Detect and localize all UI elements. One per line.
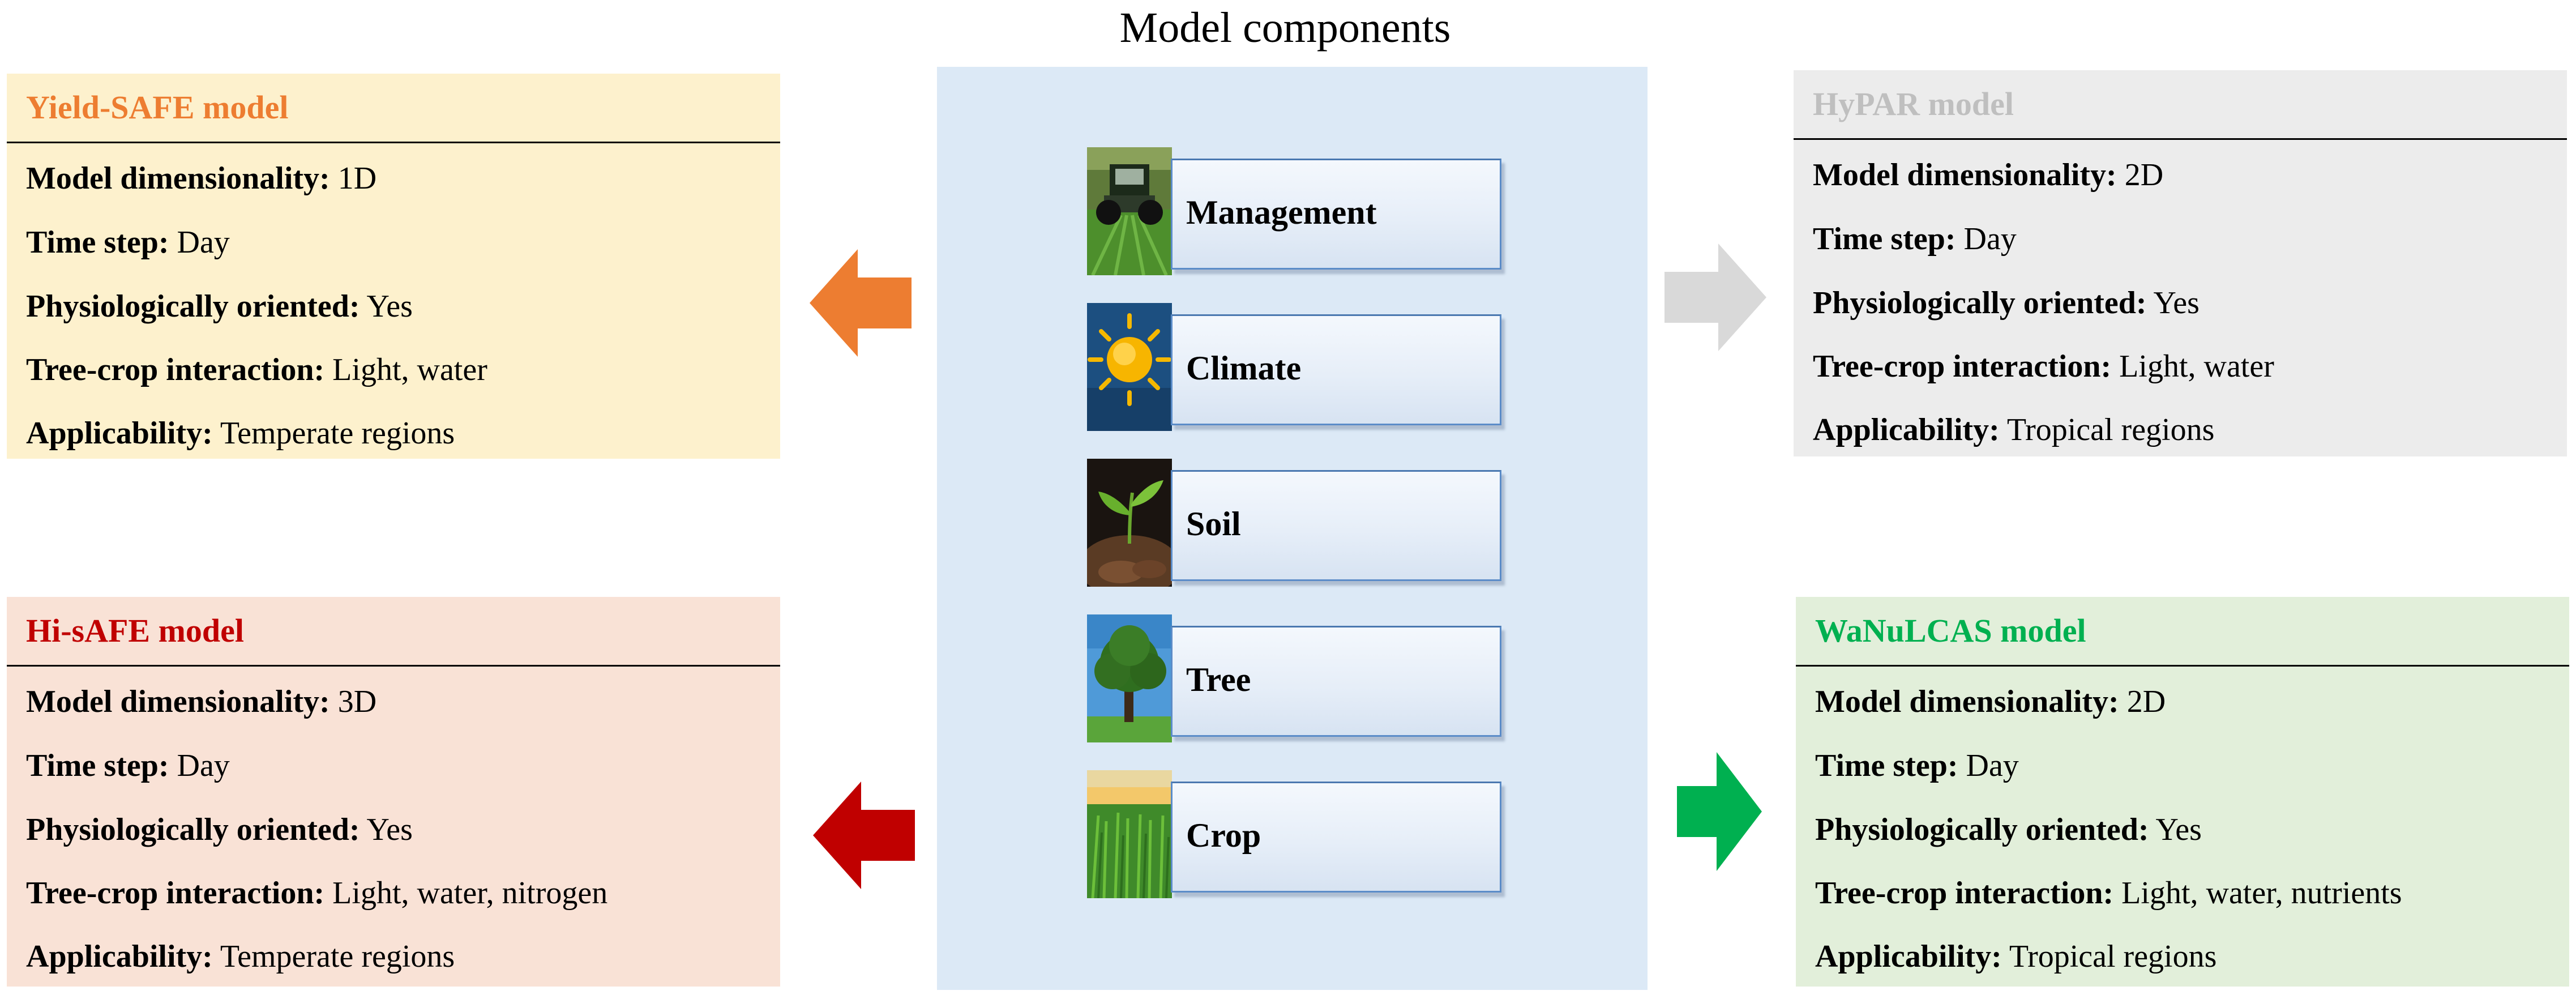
- attribute-value: Day: [177, 748, 230, 783]
- attribute-value: 2D: [2126, 684, 2166, 719]
- hypar-model-card: HyPAR model Model dimensionality: 2D Tim…: [1794, 70, 2567, 456]
- attribute-key: Physiologically oriented:: [26, 812, 360, 847]
- attribute-value: Day: [1966, 748, 2019, 783]
- model-name: Hi-sAFE model: [26, 612, 245, 649]
- attribute-value: Yes: [366, 812, 413, 847]
- component-label: Tree: [1186, 661, 1251, 698]
- attribute-row: Applicability: Temperate regions: [26, 402, 455, 464]
- component-box: [1171, 159, 1501, 270]
- model-name: WaNuLCAS model: [1815, 612, 2086, 649]
- component-label: Crop: [1186, 817, 1261, 854]
- attribute-value: Yes: [2155, 812, 2202, 847]
- attribute-row: Physiologically oriented: Yes: [26, 799, 413, 861]
- yield-safe-model-card: Yield-SAFE model Model dimensionality: 1…: [7, 74, 780, 459]
- attribute-value: Light, water, nutrients: [2121, 876, 2402, 911]
- attribute-key: Applicability:: [1815, 939, 2002, 974]
- attribute-key: Time step:: [26, 748, 169, 783]
- wanulcas-model-card: WaNuLCAS model Model dimensionality: 2D …: [1796, 597, 2569, 987]
- attribute-row: Physiologically oriented: Yes: [26, 275, 413, 338]
- attribute-value: Light, water, nitrogen: [332, 876, 608, 911]
- arrow-right-icon: [1677, 752, 1762, 871]
- attribute-key: Physiologically oriented:: [1815, 812, 2149, 847]
- component-label: Climate: [1186, 349, 1302, 387]
- component-tree: Tree: [1087, 614, 1501, 742]
- attribute-key: Time step:: [1815, 748, 1958, 783]
- arrow-right-icon: [1664, 244, 1766, 351]
- attribute-row: Model dimensionality: 3D: [26, 671, 376, 733]
- attribute-row: Tree-crop interaction: Light, water: [1813, 335, 2274, 398]
- attribute-value: Temperate regions: [220, 416, 455, 451]
- component-box: [1171, 626, 1501, 737]
- attribute-key: Time step:: [1813, 221, 1956, 257]
- attribute-value: Yes: [2153, 285, 2200, 321]
- attribute-value: Yes: [366, 289, 413, 324]
- attribute-row: Model dimensionality: 1D: [26, 147, 376, 210]
- card-header: HyPAR model: [1794, 70, 2567, 140]
- attribute-key: Physiologically oriented:: [1813, 285, 2147, 321]
- attribute-row: Tree-crop interaction: Light, water, nit…: [26, 862, 607, 924]
- attribute-value: Day: [1963, 221, 2017, 257]
- attribute-value: 1D: [337, 161, 377, 196]
- attribute-key: Tree-crop interaction:: [26, 352, 325, 387]
- attribute-row: Physiologically oriented: Yes: [1813, 272, 2200, 334]
- component-box: [1171, 470, 1501, 581]
- attribute-row: Applicability: Temperate regions: [26, 925, 455, 988]
- attribute-key: Tree-crop interaction:: [1813, 349, 2112, 384]
- crop-field-icon: [1087, 770, 1172, 898]
- component-box: [1171, 782, 1501, 893]
- attribute-value: Day: [177, 225, 230, 260]
- attribute-key: Model dimensionality:: [26, 684, 330, 719]
- component-box: [1171, 314, 1501, 425]
- attribute-key: Applicability:: [1813, 412, 2000, 447]
- component-label: Soil: [1186, 505, 1241, 543]
- card-header: WaNuLCAS model: [1796, 597, 2569, 667]
- hi-safe-model-card: Hi-sAFE model Model dimensionality: 3D T…: [7, 597, 780, 987]
- attribute-key: Time step:: [26, 225, 169, 260]
- component-soil: Soil: [1087, 459, 1501, 587]
- tree-icon: [1087, 614, 1172, 742]
- attribute-key: Model dimensionality:: [1815, 684, 2119, 719]
- attribute-value: 2D: [2124, 157, 2164, 193]
- attribute-row: Model dimensionality: 2D: [1813, 144, 2163, 206]
- attribute-row: Time step: Day: [1813, 208, 2017, 270]
- arrow-left-icon: [810, 249, 912, 357]
- arrow-left-icon: [813, 782, 915, 889]
- attribute-value: Tropical regions: [2009, 939, 2217, 974]
- attribute-key: Physiologically oriented:: [26, 289, 360, 324]
- component-climate: Climate: [1087, 303, 1501, 431]
- attribute-key: Tree-crop interaction:: [26, 876, 325, 911]
- attribute-row: Time step: Day: [1815, 735, 2019, 797]
- attribute-row: Model dimensionality: 2D: [1815, 671, 2166, 733]
- diagram-title: Model components: [1119, 4, 1451, 52]
- attribute-key: Applicability:: [26, 939, 213, 974]
- attribute-key: Tree-crop interaction:: [1815, 876, 2114, 911]
- sun-icon: [1087, 303, 1172, 431]
- attribute-row: Tree-crop interaction: Light, water, nut…: [1815, 862, 2402, 924]
- attribute-row: Tree-crop interaction: Light, water: [26, 339, 487, 401]
- card-header: Yield-SAFE model: [7, 74, 780, 143]
- attribute-row: Physiologically oriented: Yes: [1815, 799, 2202, 861]
- attribute-value: Light, water: [332, 352, 487, 387]
- model-name: HyPAR model: [1813, 86, 2014, 122]
- card-header: Hi-sAFE model: [7, 597, 780, 667]
- attribute-value: Temperate regions: [220, 939, 455, 974]
- attribute-row: Time step: Day: [26, 211, 230, 274]
- attribute-row: Applicability: Tropical regions: [1815, 925, 2216, 988]
- component-crop: Crop: [1087, 770, 1501, 898]
- tractor-field-icon: [1087, 147, 1172, 275]
- attribute-key: Applicability:: [26, 416, 213, 451]
- attribute-row: Time step: Day: [26, 735, 230, 797]
- attribute-value: Light, water: [2119, 349, 2274, 384]
- component-management: Management: [1087, 147, 1501, 275]
- attribute-row: Applicability: Tropical regions: [1813, 399, 2214, 461]
- attribute-key: Model dimensionality:: [1813, 157, 2117, 193]
- component-label: Management: [1186, 194, 1377, 231]
- model-name: Yield-SAFE model: [26, 89, 289, 126]
- attribute-value: 3D: [337, 684, 377, 719]
- attribute-key: Model dimensionality:: [26, 161, 330, 196]
- seedling-soil-icon: [1087, 459, 1172, 587]
- attribute-value: Tropical regions: [2006, 412, 2215, 447]
